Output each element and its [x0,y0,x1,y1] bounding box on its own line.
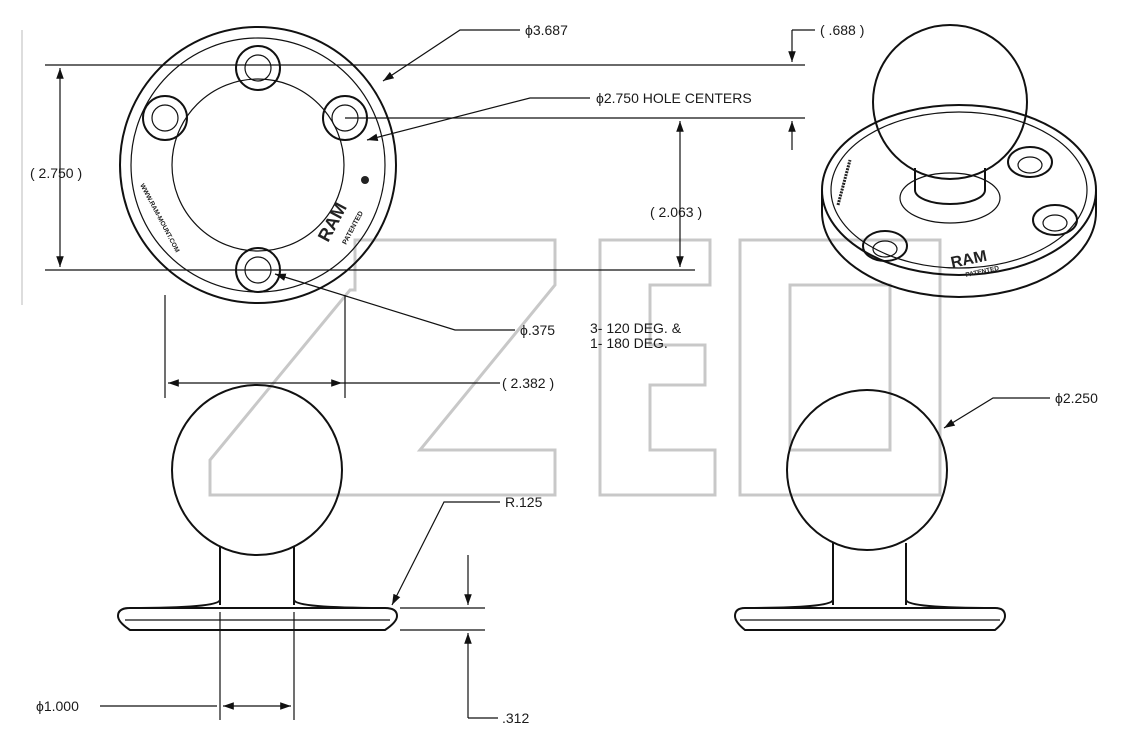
dim-plate-diameter: ϕ3.687 [525,22,568,38]
dim-hole-pattern-line2: 1- 180 DEG. [590,335,668,351]
iso-hole [1032,204,1078,236]
dim-ball-diameter: ϕ2.250 [1055,390,1098,406]
registered-mark [361,176,369,184]
dim-plate-thickness: .312 [502,710,529,726]
front-view-dimensions [100,501,500,720]
mount-hole [142,95,188,141]
dim-ball-center-ref: ( 2.063 ) [650,204,702,220]
dim-hole-diameter: ϕ.375 [520,322,555,338]
dim-hole-pattern-line1: 3- 120 DEG. & [590,320,682,336]
iso-hole [1007,146,1053,178]
side-view [733,389,1050,631]
isometric-view: RAM PATENTED [821,24,1097,298]
iso-hole [862,230,908,262]
top-view-dimensions [45,29,815,398]
watermark-logo [208,238,942,497]
front-view [116,384,399,631]
dim-neck-diameter: ϕ1.000 [36,698,79,714]
dim-fillet-radius: R.125 [505,494,543,510]
dim-thickness-ref: ( .688 ) [820,22,864,38]
dim-height-ref: ( 2.750 ) [30,165,82,181]
dim-hole-centers: ϕ2.750 HOLE CENTERS [596,90,752,106]
mount-hole [235,45,281,91]
dim-width-ref: ( 2.382 ) [502,375,554,391]
